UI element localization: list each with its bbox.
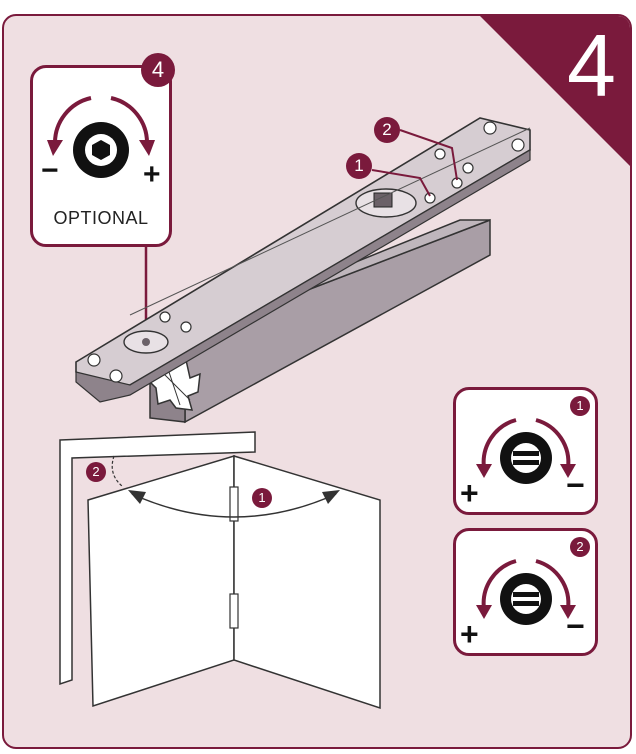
plate-hole <box>511 138 525 152</box>
arrow-head-icon <box>560 464 576 478</box>
opening-angle-badge: 1 <box>252 488 272 508</box>
speed-adjustment-box-2: + − 2 <box>453 528 598 656</box>
screw-icon <box>159 311 171 323</box>
valve-diagram-1: + − <box>460 418 585 511</box>
plate-hole <box>483 121 497 135</box>
arrow-head-icon <box>560 605 576 619</box>
arrow-head-icon <box>476 464 492 478</box>
rotate-right-arrow-icon <box>110 96 150 145</box>
valve-slot <box>513 601 539 606</box>
hex-valve-diagram: − + <box>41 96 161 191</box>
plus-sign: + <box>460 475 479 511</box>
screw-icon <box>180 321 192 333</box>
rotate-left-arrow-icon <box>481 559 517 610</box>
spindle-square <box>373 192 393 208</box>
slotted-valve-ring <box>511 443 541 473</box>
callout-1-leader <box>371 169 431 197</box>
minus-sign: − <box>566 608 585 644</box>
screw-icon <box>462 162 474 174</box>
slotted-valve-ring <box>511 584 541 614</box>
minus-sign: − <box>41 154 59 187</box>
adjustment-1-badge: 1 <box>570 396 590 416</box>
arrow-head-icon <box>322 490 340 504</box>
arrow-head-icon <box>128 490 146 504</box>
speed-adjustment-box-1: + − 1 <box>453 387 598 515</box>
hinge-icon <box>229 593 239 629</box>
hinge-icon <box>229 486 239 522</box>
arrow-head-icon <box>47 140 63 156</box>
optional-label: OPTIONAL <box>53 208 149 228</box>
valve-slot <box>513 592 539 597</box>
callout-2-badge: 2 <box>374 117 400 143</box>
callout-2-leader <box>399 129 458 181</box>
plus-sign: + <box>460 616 479 652</box>
valve-slot <box>513 451 539 456</box>
valve-slot <box>513 460 539 465</box>
valve-diagram-2: + − <box>460 559 585 652</box>
minus-sign: − <box>566 467 585 503</box>
plate-hole <box>109 369 123 383</box>
optional-step-badge: 4 <box>141 53 175 87</box>
screw-icon <box>434 148 446 160</box>
opening-angle-arc <box>131 493 337 518</box>
rotate-left-arrow-icon <box>52 96 92 145</box>
hex-socket-icon <box>92 140 110 160</box>
plate-edge <box>75 148 531 403</box>
latch-gap-arrow <box>111 455 123 487</box>
adjust-valve <box>142 338 150 346</box>
rotate-right-arrow-icon <box>535 418 571 469</box>
optional-adjustment-box: − + OPTIONAL <box>30 65 172 247</box>
rotate-right-arrow-icon <box>535 559 571 610</box>
latch-gap-badge: 2 <box>86 462 106 482</box>
valve-1 <box>424 192 436 204</box>
door-leaf-right <box>233 454 381 710</box>
arrow-head-icon <box>476 605 492 619</box>
step-number: 4 <box>567 16 616 115</box>
door-frame <box>59 431 256 686</box>
rotate-left-arrow-icon <box>481 418 517 469</box>
door-leaf-left <box>87 454 235 708</box>
plate-hole <box>87 353 101 367</box>
adjustment-2-badge: 2 <box>570 537 590 557</box>
plate-seam <box>129 127 531 316</box>
callout-1-badge: 1 <box>346 153 372 179</box>
arrow-head-icon <box>139 140 155 156</box>
plus-sign: + <box>143 158 161 191</box>
